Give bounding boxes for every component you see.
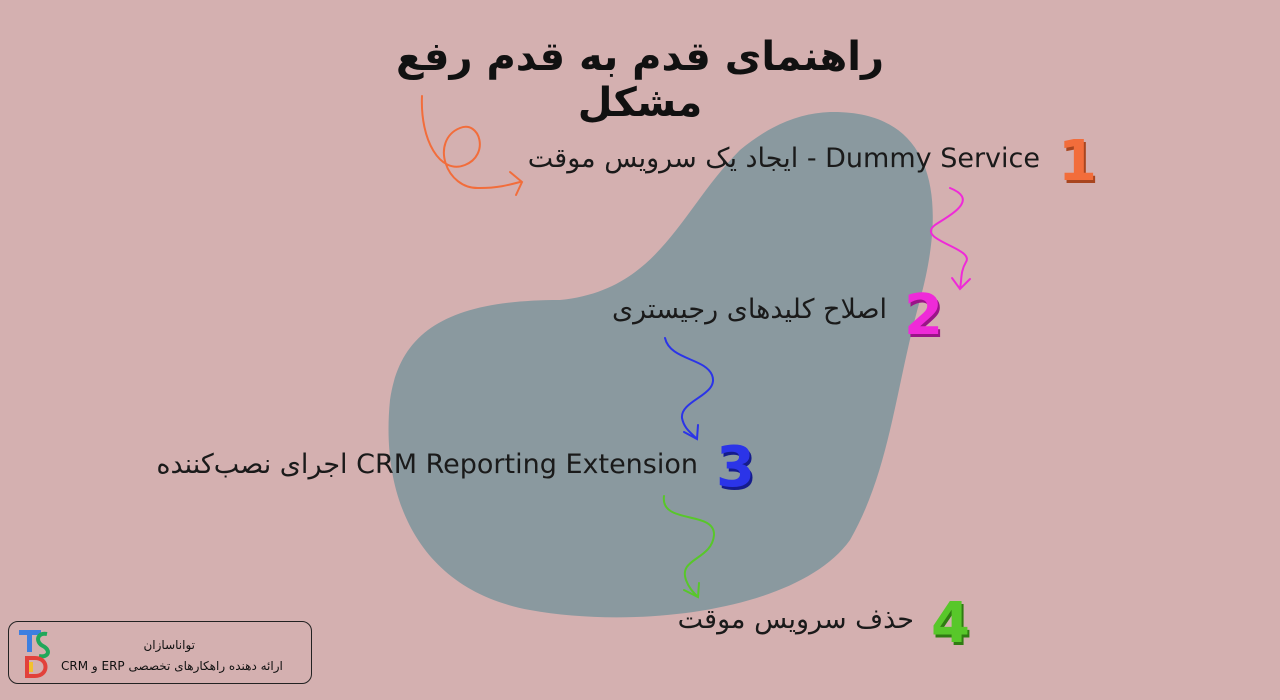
step-2-label: اصلاح کلیدهای رجیستری xyxy=(612,294,887,325)
arrow-3-to-4 xyxy=(662,495,716,597)
step-2-number: 2 xyxy=(904,283,943,348)
background-blob xyxy=(388,111,933,618)
brand-logo-icon xyxy=(19,630,50,678)
step-4-label: حذف سرویس موقت xyxy=(677,604,914,635)
arrow-1-to-2 xyxy=(930,187,968,289)
step-1-number: 1 xyxy=(1058,129,1097,194)
arrow-head-3 xyxy=(683,424,699,441)
arrow-head-4 xyxy=(683,582,700,599)
step-4-number: 4 xyxy=(931,591,970,656)
brand-card: تواناسازان ارائه دهنده راهکارهای تخصصی E… xyxy=(8,621,312,684)
arrow-head-2 xyxy=(951,277,971,291)
brand-tagline: ارائه دهنده راهکارهای تخصصی ERP و CRM xyxy=(61,659,283,673)
page-title: راهنمای قدم به قدم رفع مشکل xyxy=(395,34,885,126)
step-1-label: ایجاد یک سرویس موقت - Dummy Service xyxy=(527,143,1040,174)
arrow-to-step-1 xyxy=(420,95,521,190)
arrow-head-1 xyxy=(509,171,524,196)
arrow-2-to-3 xyxy=(664,337,714,439)
step-3-number: 3 xyxy=(716,435,755,500)
brand-name: تواناسازان xyxy=(143,638,195,652)
step-3-label: اجرای نصب‌کننده CRM Reporting Extension xyxy=(156,449,698,480)
